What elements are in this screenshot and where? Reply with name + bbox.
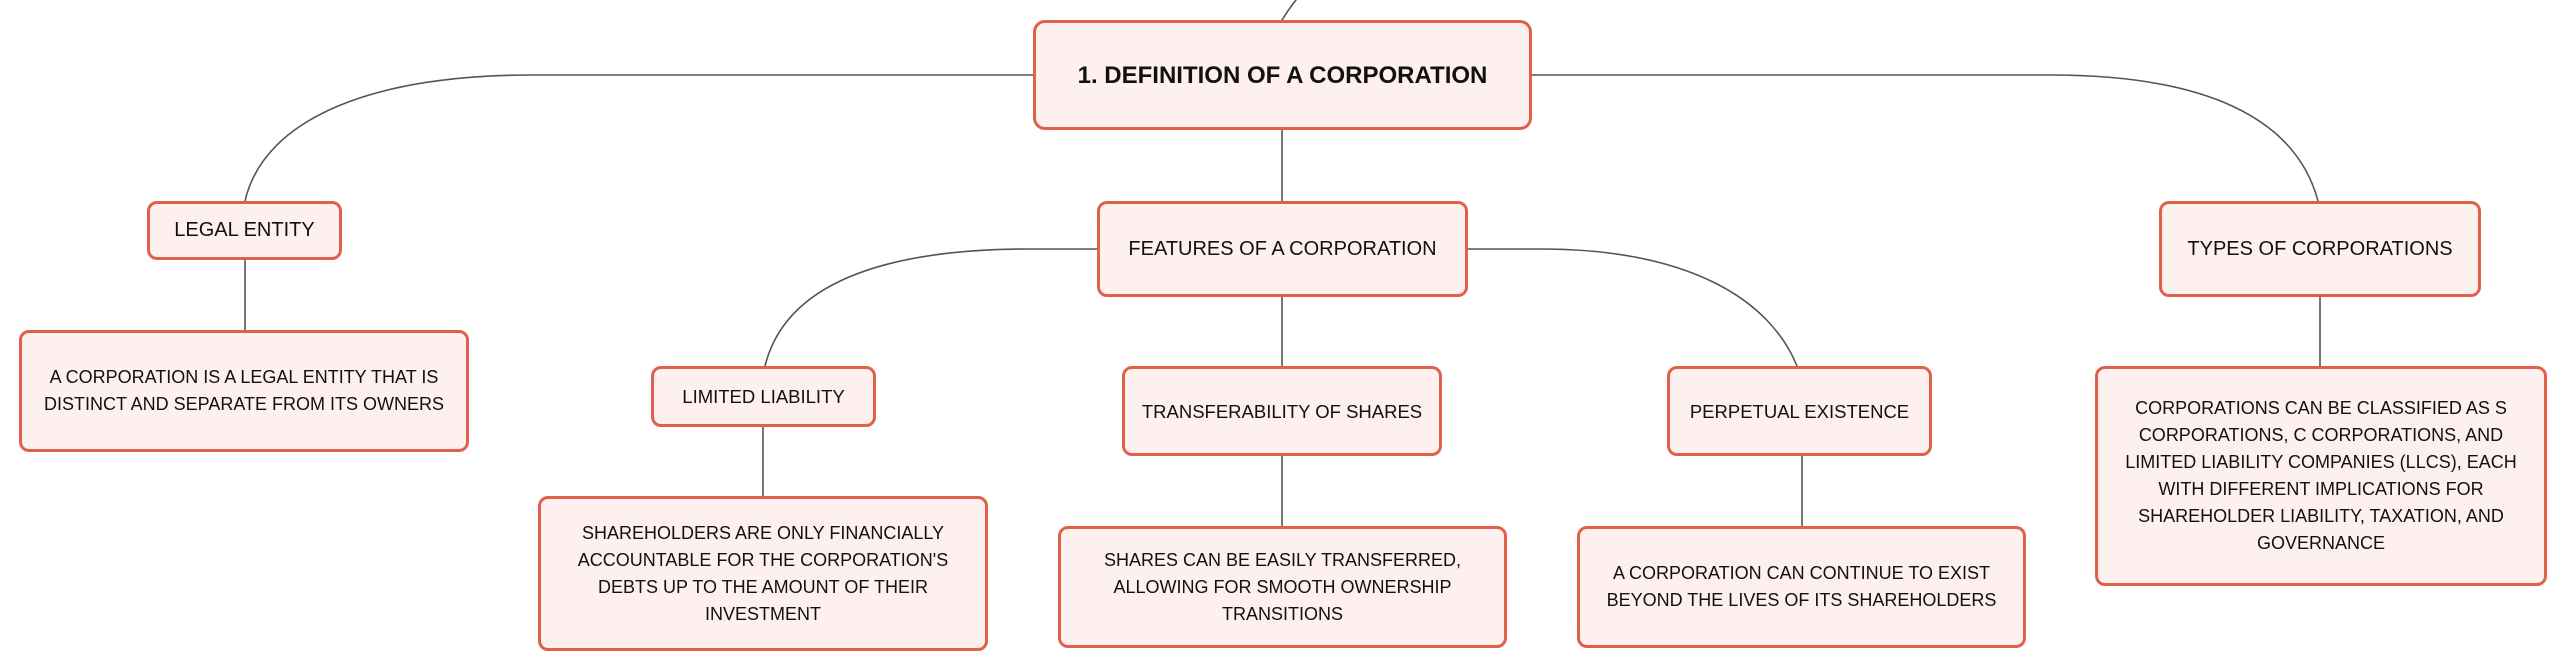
- transferability-description: SHARES CAN BE EASILY TRANSFERRED, ALLOWI…: [1103, 549, 1462, 624]
- types-label: TYPES OF CORPORATIONS: [2187, 237, 2453, 260]
- perpetual-existence-description-node[interactable]: A CORPORATION CAN CONTINUE TO EXIST BEYO…: [1577, 526, 2026, 648]
- types-node[interactable]: TYPES OF CORPORATIONS: [2159, 201, 2481, 297]
- root-topic-node[interactable]: 1. DEFINITION OF A CORPORATION: [1033, 20, 1532, 130]
- connector-root-to-types: [1531, 74, 2319, 202]
- limited-liability-label: LIMITED LIABILITY: [682, 386, 845, 407]
- perpetual-existence-label: PERPETUAL EXISTENCE: [1689, 400, 1910, 422]
- limited-liability-node[interactable]: LIMITED LIABILITY: [651, 366, 876, 427]
- transferability-node[interactable]: TRANSFERABILITY OF SHARES: [1122, 366, 1442, 456]
- types-description-node[interactable]: CORPORATIONS CAN BE CLASSIFIED AS S CORP…: [2095, 366, 2547, 586]
- features-label: FEATURES OF A CORPORATION: [1128, 237, 1437, 260]
- perpetual-existence-description: A CORPORATION CAN CONTINUE TO EXIST BEYO…: [1606, 563, 1997, 610]
- perpetual-existence-node[interactable]: PERPETUAL EXISTENCE: [1667, 366, 1932, 456]
- limited-liability-description-node[interactable]: SHAREHOLDERS ARE ONLY FINANCIALLY ACCOUN…: [538, 496, 988, 651]
- connector-parent-to-root: [1281, 0, 1297, 21]
- legal-entity-label: LEGAL ENTITY: [174, 219, 315, 241]
- connector-root-to-legal-entity: [244, 74, 1034, 202]
- legal-entity-node[interactable]: LEGAL ENTITY: [147, 201, 342, 260]
- limited-liability-description: SHAREHOLDERS ARE ONLY FINANCIALLY ACCOUN…: [577, 522, 949, 624]
- transferability-description-node[interactable]: SHARES CAN BE EASILY TRANSFERRED, ALLOWI…: [1058, 526, 1507, 648]
- legal-entity-description-node[interactable]: A CORPORATION IS A LEGAL ENTITY THAT IS …: [19, 330, 469, 452]
- types-description: CORPORATIONS CAN BE CLASSIFIED AS S CORP…: [2125, 398, 2517, 553]
- legal-entity-description: A CORPORATION IS A LEGAL ENTITY THAT IS …: [43, 367, 445, 414]
- transferability-label: TRANSFERABILITY OF SHARES: [1141, 400, 1423, 422]
- connector-features-to-limited-liability: [764, 248, 1098, 367]
- root-topic-label: 1. DEFINITION OF A CORPORATION: [1077, 61, 1488, 89]
- connector-features-to-perpetual: [1467, 248, 1798, 367]
- features-node[interactable]: FEATURES OF A CORPORATION: [1097, 201, 1468, 297]
